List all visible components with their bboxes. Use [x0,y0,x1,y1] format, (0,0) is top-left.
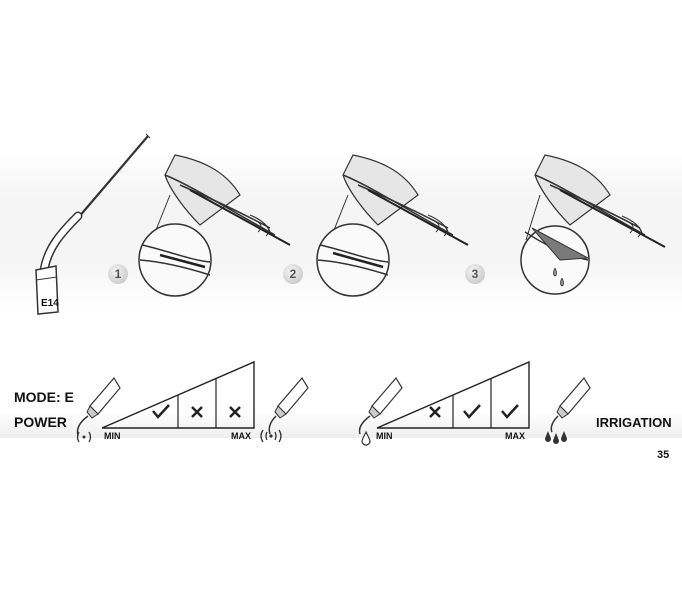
handpiece-high-power-icon [258,376,309,448]
check-icon [152,404,170,419]
irrigation-level-2-mark [461,402,483,420]
e14-tip-illustration: E14 [30,130,160,320]
multiple-drops-icon [545,431,567,444]
page-number: 35 [657,449,670,461]
irrigation-scale [375,360,535,430]
cross-icon [191,406,203,418]
background-band-bottom [0,412,682,438]
power-max-label: MAX [231,431,251,441]
step-2-badge: 2 [283,264,303,284]
check-icon [463,404,481,419]
high-vibration-icon [260,429,282,443]
single-drop-icon [361,430,371,446]
handpiece-drawing-right [268,376,309,435]
power-triangle [101,360,255,429]
low-vibration-icon [76,431,92,443]
step-2-illustration [308,150,478,300]
handpiece-low-water-icon [352,376,403,446]
handpiece-drawing-irrigation-right [550,376,591,433]
tip-model-label: E14 [41,298,59,309]
step-1-drawing [138,154,291,297]
cross-icon [429,406,441,418]
mode-label: MODE: E [14,389,74,405]
check-icon [501,404,519,419]
step-1-badge: 1 [108,264,128,284]
irrigation-label: IRRIGATION [596,415,672,430]
irrigation-triangle [376,360,530,429]
irrigation-min-label: MIN [376,431,393,441]
handpiece-high-water-icon [540,376,591,448]
handpiece-drawing-irrigation-left [358,376,403,435]
cross-icon [229,406,241,418]
power-level-3-mark [227,404,243,420]
power-min-label: MIN [104,431,121,441]
handpiece-low-power-icon [70,376,121,446]
e14-tip-drawing [35,133,151,315]
power-scale [100,360,260,430]
step-3-badge: 3 [465,264,485,284]
power-label: POWER [14,414,67,430]
irrigation-level-1-mark [427,404,443,420]
irrigation-max-label: MAX [505,431,525,441]
power-level-1-mark [150,402,172,420]
step-1-illustration [130,150,300,300]
step-3-drawing [520,154,666,295]
irrigation-level-3-mark [499,402,521,420]
handpiece-drawing-left [76,376,121,437]
step-2-drawing [316,154,469,297]
power-level-2-mark [189,404,205,420]
step-3-illustration [500,150,680,300]
